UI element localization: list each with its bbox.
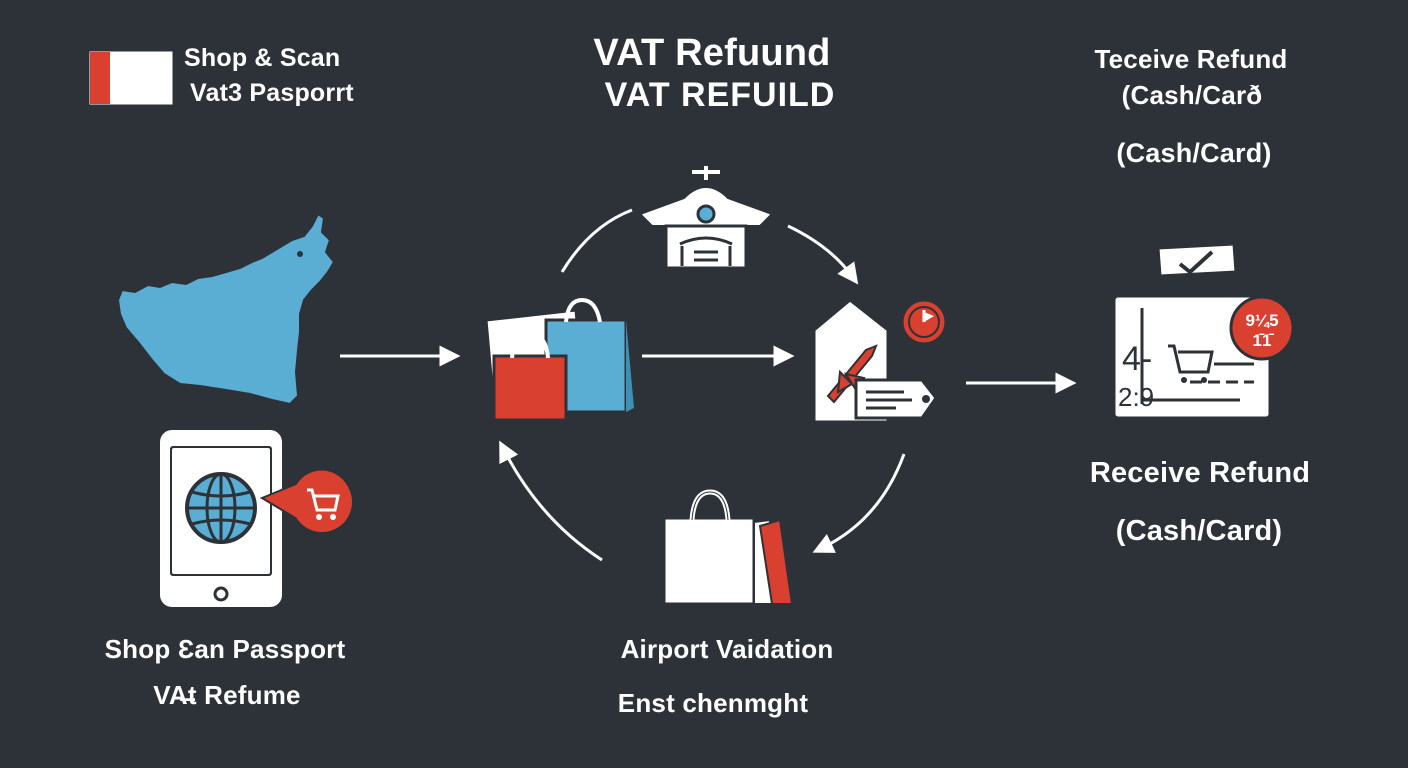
uae-map-icon: [116, 212, 336, 406]
bottom-left-line2: VA̶t Refume: [153, 680, 301, 710]
page-title: VAT Refuund: [593, 32, 831, 74]
tablet-globe-icon: [160, 430, 282, 607]
page-subtitle: VAT REFUILD: [604, 76, 836, 114]
clock-icon: [900, 298, 948, 346]
receipt-number-b: 2:9: [1118, 382, 1154, 412]
cart-bubble-icon: [259, 468, 353, 532]
receive-refund-label: Receive Refund: [1089, 457, 1311, 489]
top-right-line3: (Cash/Card): [1116, 138, 1272, 168]
receive-refund-sub: (Cash/Card): [1115, 515, 1283, 547]
cycle-arc-4: [499, 440, 603, 562]
receipt-badge-top: 9¼5: [1245, 311, 1278, 330]
shopping-bags-icon: [484, 297, 634, 422]
top-left-line1: Shop & Scan: [184, 44, 341, 72]
cycle-arc-2: [787, 224, 859, 285]
cycle-arc-3: [812, 453, 906, 553]
shopping-bag-icon: [662, 489, 794, 606]
receipt-number-a: 4-: [1122, 340, 1152, 378]
airport-plane-icon: [638, 166, 774, 270]
airport-validation-sub: Enst chenmght: [617, 688, 809, 718]
airport-validation-label: Airport Vaidation: [620, 634, 834, 664]
boarding-tag-icon: [812, 298, 938, 424]
check-ticket-icon: [1156, 242, 1238, 278]
top-right-line2: (Cash/Carð: [1121, 80, 1263, 110]
uae-flag-icon: [88, 50, 174, 106]
bottom-left-line1: Shop Ɛan Passport: [104, 634, 346, 664]
cycle-arc-1: [560, 208, 633, 273]
top-right-line1: Teceive Refund: [1094, 44, 1288, 74]
receipt-icon: [1112, 294, 1295, 420]
globe-icon: [185, 472, 257, 544]
top-left-line2: Vat3 Pasporrt: [190, 79, 354, 107]
receipt-badge-bottom: 1̄1̄: [1253, 331, 1275, 350]
